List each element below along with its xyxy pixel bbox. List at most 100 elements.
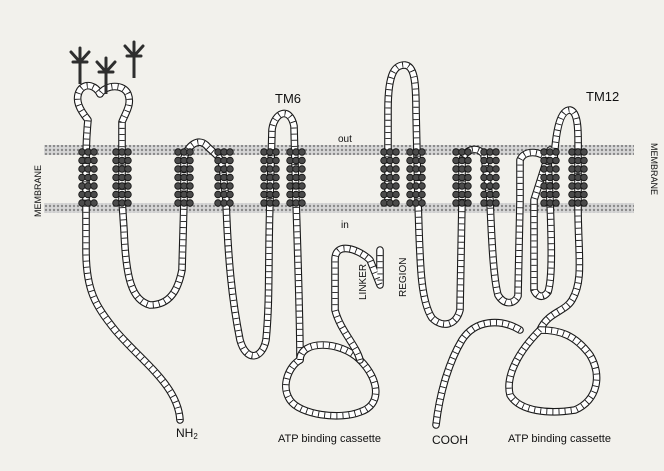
helix-residue (187, 149, 194, 156)
region-label: REGION (398, 258, 409, 297)
helix-residue (227, 149, 234, 156)
helix-residue (299, 191, 306, 198)
tm6-label: TM6 (275, 91, 301, 106)
helix-residue (581, 183, 588, 190)
helix-residue (91, 174, 98, 181)
helix-residue (125, 183, 132, 190)
helix-residue (187, 191, 194, 198)
helix-residue (419, 200, 426, 207)
helix-residue (393, 157, 400, 164)
transmembrane-helix-4 (215, 149, 234, 207)
helix-residue (419, 157, 426, 164)
helix-residue (553, 174, 560, 181)
nh2-subscript: 2 (193, 432, 198, 441)
helix-residue (273, 200, 280, 207)
helix-residue (273, 183, 280, 190)
helix-residue (299, 157, 306, 164)
helix-residue (227, 200, 234, 207)
helix-residue (553, 183, 560, 190)
helix-residue (299, 149, 306, 156)
n-terminal-tail-residue-separators (78, 86, 300, 420)
helix-residue (227, 174, 234, 181)
helix-residue (393, 191, 400, 198)
nh2-label: NH2 (176, 426, 198, 441)
transmembrane-helix-1 (79, 149, 98, 207)
helix-residue (125, 166, 132, 173)
helix-residue (393, 149, 400, 156)
helix-residue (465, 191, 472, 198)
helix-residue (493, 157, 500, 164)
helix-residue (299, 166, 306, 173)
nbd2-loop-outline (509, 330, 597, 412)
linker-label: LINKER (358, 264, 369, 300)
helix-residue (493, 149, 500, 156)
helix-residue (125, 200, 132, 207)
helix-residue (91, 149, 98, 156)
helix-residue (273, 191, 280, 198)
helix-residue (91, 157, 98, 164)
helix-residue (91, 200, 98, 207)
out-label: out (338, 134, 352, 145)
helix-residue (553, 157, 560, 164)
tm12-label: TM12 (586, 89, 619, 104)
helix-residue (465, 157, 472, 164)
transmembrane-helix-10 (481, 149, 500, 207)
helix-residue (493, 166, 500, 173)
helix-residue (581, 200, 588, 207)
transmembrane-helix-5 (261, 149, 280, 207)
helix-residue (493, 174, 500, 181)
helix-residue (187, 166, 194, 173)
helix-residue (273, 149, 280, 156)
cooh-label: COOH (432, 433, 468, 447)
helix-residue (299, 174, 306, 181)
helix-residue (273, 166, 280, 173)
helix-residue (581, 174, 588, 181)
helix-residue (419, 174, 426, 181)
nh2-text: NH (176, 426, 193, 440)
membrane-label-left: MEMBRANE (33, 165, 43, 217)
helix-residue (125, 191, 132, 198)
helix-residue (227, 183, 234, 190)
transmembrane-helix-6 (287, 149, 306, 207)
helix-residue (91, 191, 98, 198)
helix-residue (465, 149, 472, 156)
helix-residue (465, 200, 472, 207)
helix-residue (125, 174, 132, 181)
transmembrane-helix-3 (175, 149, 194, 207)
helix-residue (493, 191, 500, 198)
helix-residue (419, 183, 426, 190)
helix-residue (465, 174, 472, 181)
helix-residue (419, 166, 426, 173)
helix-residue (227, 166, 234, 173)
helix-residue (493, 200, 500, 207)
helix-residue (419, 149, 426, 156)
helix-residue (273, 174, 280, 181)
helix-residue (91, 166, 98, 173)
transmembrane-helix-11 (541, 149, 560, 207)
helix-residue (227, 191, 234, 198)
transmembrane-helices (79, 149, 588, 207)
helix-residue (581, 191, 588, 198)
atp-binding-cassette-left-label: ATP binding cassette (278, 433, 381, 445)
transmembrane-helix-12 (569, 149, 588, 207)
helix-residue (299, 200, 306, 207)
helix-residue (493, 183, 500, 190)
helix-residue (581, 157, 588, 164)
glycan-tree-3 (125, 42, 143, 78)
helix-residue (91, 183, 98, 190)
helix-residue (419, 191, 426, 198)
helix-residue (393, 166, 400, 173)
helix-residue (187, 183, 194, 190)
in-label: in (341, 220, 349, 231)
atp-binding-cassette-right-label: ATP binding cassette (508, 433, 611, 445)
transmembrane-helix-9 (453, 149, 472, 207)
helix-residue (273, 157, 280, 164)
helix-residue (553, 166, 560, 173)
helix-residue (187, 200, 194, 207)
helix-residue (581, 166, 588, 173)
membrane-label-right: MEMBRANE (649, 143, 659, 195)
helix-residue (125, 157, 132, 164)
helix-residue (553, 149, 560, 156)
protein-chain (78, 65, 597, 425)
